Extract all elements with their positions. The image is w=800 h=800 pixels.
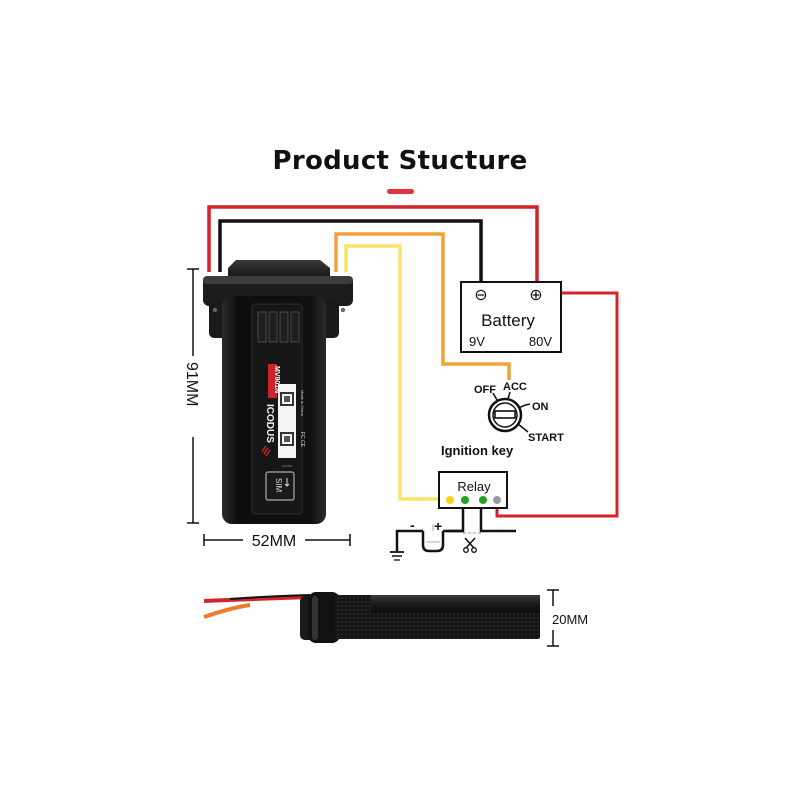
wire-orange-acc — [334, 232, 511, 380]
sim-arrow-icon — [284, 478, 290, 487]
side-wire-orange — [203, 603, 251, 619]
side-wire-red — [203, 595, 311, 603]
made-in-text: Made in China — [300, 390, 305, 417]
wire-black-ground — [218, 219, 483, 284]
relay-plus: + — [434, 518, 442, 534]
gps-tracker-side-view — [203, 592, 540, 643]
battery-voltage-max: 80V — [529, 334, 552, 349]
battery-negative-symbol: ⊖ — [474, 287, 487, 304]
page-title: Product Stucture — [272, 146, 528, 176]
height-label: 91MM — [183, 362, 200, 406]
connector-label-strip — [257, 311, 300, 343]
dimension-height: 91MM — [183, 268, 200, 524]
ignition-pos-off: OFF — [474, 384, 496, 396]
relay-dot-green-2 — [479, 496, 487, 504]
ignition-pos-acc: ACC — [503, 381, 527, 393]
title-underline — [387, 189, 414, 194]
relay-minus: - — [410, 517, 415, 533]
brand-text: ICODUS — [264, 404, 275, 443]
ignition-key: OFF ACC ON START Ignition key — [441, 381, 564, 458]
ignition-pos-start: START — [528, 432, 564, 444]
sim-label: SIM — [274, 478, 283, 493]
cert-marks: FC CE — [299, 432, 305, 448]
relay-dot-green-1 — [461, 496, 469, 504]
battery-positive-symbol: ⊕ — [529, 287, 542, 304]
side-wire-black — [229, 594, 311, 600]
dimension-width: 52MM — [203, 533, 351, 550]
width-label: 52MM — [252, 533, 296, 550]
ignition-label: Ignition key — [441, 443, 514, 458]
battery-voltage-min: 9V — [469, 334, 485, 349]
wire-red-power — [207, 205, 539, 284]
wire-red-relay — [495, 291, 619, 518]
thickness-label: 20MM — [552, 612, 588, 627]
model-badge — [268, 364, 277, 398]
wire-yellow-relay — [344, 244, 449, 501]
relay-dot-gray — [493, 496, 501, 504]
relay: Relay - + — [390, 471, 516, 561]
ignition-pos-on: ON — [532, 401, 549, 413]
ground-icon — [390, 551, 404, 561]
model-text: MV901N — [273, 366, 280, 393]
battery: ⊖ ⊕ Battery 9V 80V — [460, 281, 562, 353]
relay-label: Relay — [457, 479, 491, 494]
gps-tracker-device: MV901N ICODUS Made in China FC CE SIM — [203, 260, 353, 524]
dimension-thickness: 20MM — [547, 589, 588, 647]
brand-logo-icon — [261, 445, 271, 457]
scissors-cut-icon — [463, 537, 477, 553]
battery-label: Battery — [481, 311, 535, 330]
key-slot-icon — [494, 410, 516, 419]
relay-dot-yellow — [446, 496, 454, 504]
